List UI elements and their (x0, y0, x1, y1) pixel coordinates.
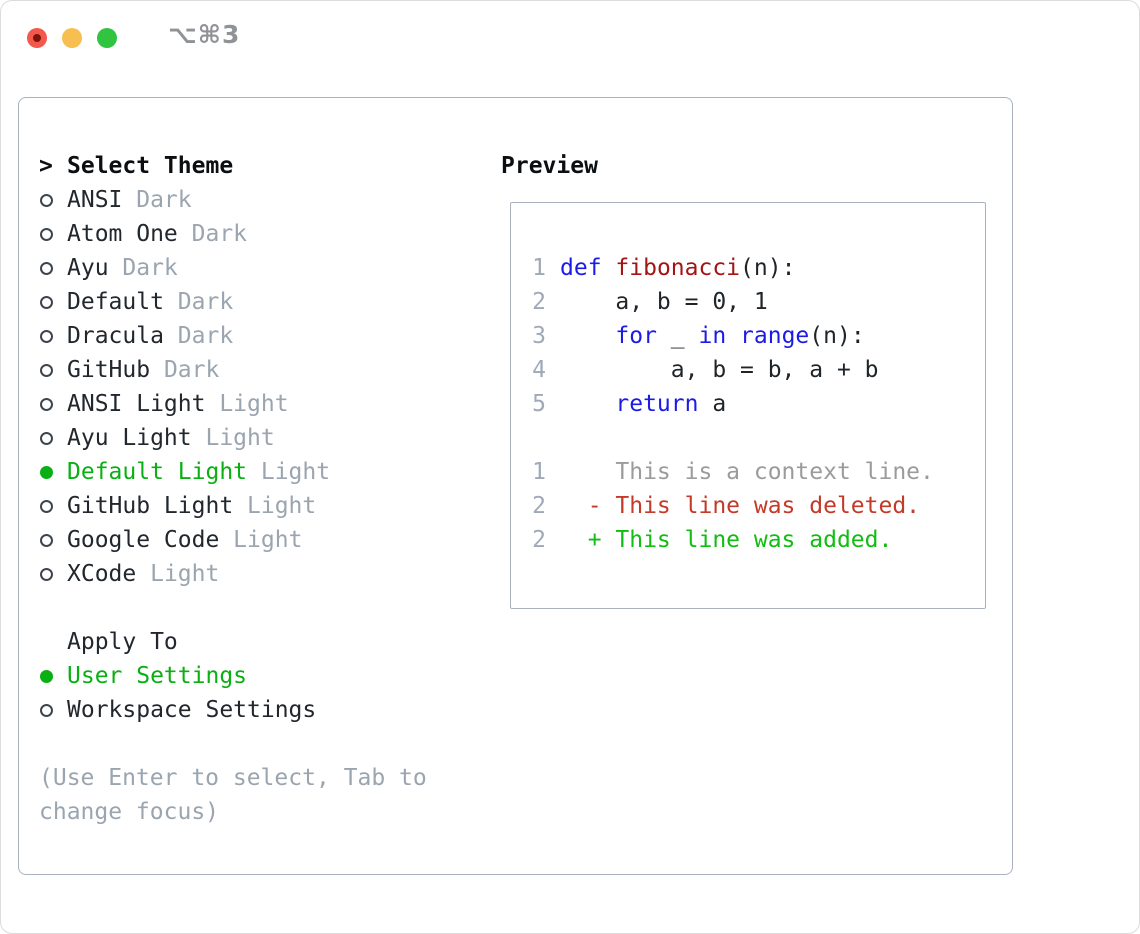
theme-option[interactable]: ANSI Light Light (39, 387, 330, 421)
code-line: 5 return a (532, 387, 985, 421)
theme-variant-tag: Light (191, 425, 275, 451)
close-button[interactable] (27, 28, 47, 48)
theme-list-title: Select Theme (67, 153, 234, 179)
line-number: 3 (532, 323, 546, 349)
code-text: for _ in range(n): (615, 323, 865, 349)
radio-unselected-icon (39, 703, 67, 717)
radio-unselected-icon (39, 261, 67, 275)
theme-variant-tag: Dark (108, 255, 178, 281)
apply-to-title: Apply To (67, 629, 178, 655)
option-label: GitHub (67, 357, 151, 383)
code-text: a, b = 0, 1 (560, 289, 768, 315)
code-line: 2 a, b = 0, 1 (532, 285, 985, 319)
radio-selected-icon (39, 669, 67, 683)
line-number: 4 (532, 357, 546, 383)
radio-unselected-icon (39, 227, 67, 241)
radio-unselected-icon (39, 499, 67, 513)
theme-variant-tag: Dark (163, 289, 234, 315)
radio-selected-icon (39, 465, 67, 479)
theme-variant-tag: Light (205, 391, 289, 417)
radio-unselected-icon (39, 363, 67, 377)
option-label: Ayu (67, 255, 109, 281)
option-label: Workspace Settings (67, 697, 317, 723)
theme-variant-tag: Dark (150, 357, 220, 383)
traffic-lights (27, 28, 117, 48)
theme-option[interactable]: Ayu Dark (39, 251, 330, 285)
code-line (532, 421, 985, 455)
code-line: 1 def fibonacci(n): (532, 251, 985, 285)
theme-option[interactable]: Atom One Dark (39, 217, 330, 251)
code-line: 3 for _ in range(n): (532, 319, 985, 353)
option-label: User Settings (67, 663, 248, 689)
theme-option[interactable]: Google Code Light (39, 523, 330, 557)
code-line: 1 This is a context line. (532, 455, 985, 489)
code-text: return a (615, 391, 727, 417)
option-label: ANSI Light (67, 391, 206, 417)
radio-unselected-icon (39, 193, 67, 207)
code-line: 2 - This line was deleted. (532, 489, 985, 523)
radio-unselected-icon (39, 533, 67, 547)
option-label: Atom One (67, 221, 178, 247)
option-label: Default (67, 289, 164, 315)
option-label: XCode (67, 561, 137, 587)
zoom-button[interactable] (97, 28, 117, 48)
option-label: Ayu Light (67, 425, 192, 451)
code-text: This is a context line. (560, 459, 934, 485)
line-number: 1 (532, 459, 546, 485)
theme-option[interactable]: Default Light Light (39, 455, 330, 489)
theme-option[interactable]: Default Dark (39, 285, 330, 319)
apply-to-option[interactable]: Workspace Settings (39, 693, 316, 727)
radio-unselected-icon (39, 567, 67, 581)
option-label: ANSI (67, 187, 123, 213)
line-number: 2 (532, 493, 546, 519)
code-line: 4 a, b = b, a + b (532, 353, 985, 387)
line-number: 2 (532, 527, 546, 553)
option-label: GitHub Light (67, 493, 234, 519)
theme-variant-tag: Light (219, 527, 303, 553)
focus-chevron-icon: > (39, 153, 53, 179)
code-text: + This line was added. (560, 527, 893, 553)
title-bar: ⌥⌘3 (0, 0, 1140, 76)
theme-option[interactable]: GitHub Light Light (39, 489, 330, 523)
theme-option[interactable]: Ayu Light Light (39, 421, 330, 455)
theme-option[interactable]: ANSI Dark (39, 183, 330, 217)
code-text: def fibonacci(n): (560, 255, 796, 281)
help-text: (Use Enter to select, Tab to change focu… (39, 765, 427, 825)
theme-list-header: > Select Theme (39, 149, 330, 183)
preview-title: Preview (501, 153, 598, 179)
radio-unselected-icon (39, 431, 67, 445)
line-number: 1 (532, 255, 546, 281)
option-label: Dracula (67, 323, 164, 349)
theme-variant-tag: Light (136, 561, 220, 587)
theme-variant-tag: Dark (122, 187, 192, 213)
minimize-button[interactable] (62, 28, 82, 48)
apply-to-option[interactable]: User Settings (39, 659, 316, 693)
theme-option[interactable]: GitHub Dark (39, 353, 330, 387)
code-line: 2 + This line was added. (532, 523, 985, 557)
radio-unselected-icon (39, 397, 67, 411)
radio-unselected-icon (39, 329, 67, 343)
code-text: a, b = b, a + b (560, 357, 879, 383)
theme-variant-tag: Dark (177, 221, 248, 247)
theme-variant-tag: Dark (163, 323, 234, 349)
theme-option[interactable]: XCode Light (39, 557, 330, 591)
theme-option[interactable]: Dracula Dark (39, 319, 330, 353)
apply-to-header: Apply To (39, 625, 316, 659)
window-shortcut-label: ⌥⌘3 (168, 20, 241, 49)
radio-unselected-icon (39, 295, 67, 309)
theme-variant-tag: Light (233, 493, 317, 519)
option-label: Google Code (67, 527, 220, 553)
code-text: - This line was deleted. (560, 493, 921, 519)
line-number: 5 (532, 391, 546, 417)
line-number: 2 (532, 289, 546, 315)
theme-variant-tag: Light (247, 459, 331, 485)
option-label: Default Light (67, 459, 248, 485)
